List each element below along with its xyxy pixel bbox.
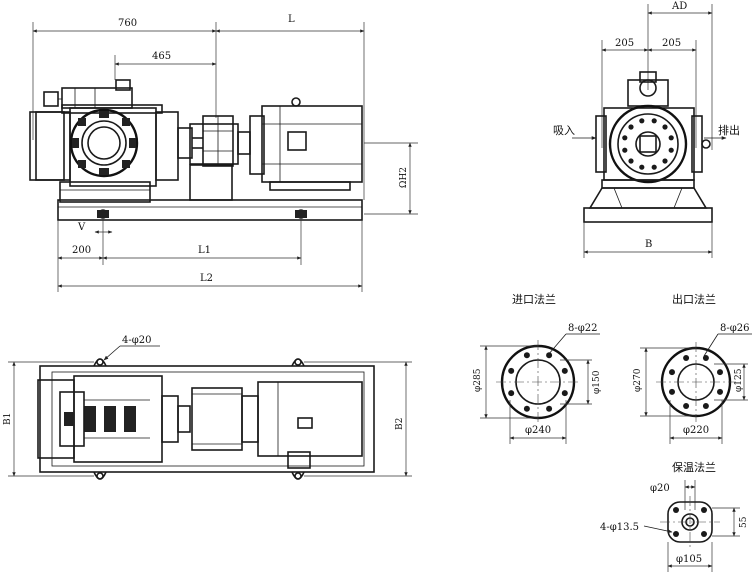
outlet-pcd: φ220 [683,425,709,436]
inlet-flange-holes [508,352,568,412]
bolt-hole [622,135,628,141]
dim-L1-label: L1 [198,245,211,256]
heating-bore-dia: φ20 [650,483,670,494]
heating-flange-title: 保温法兰 [672,460,716,474]
outlet-flange-title: 出口法兰 [672,292,716,306]
bolt-hole [628,158,634,164]
bolt-hole [639,118,645,124]
top-holes-label: 4-φ20 [122,335,151,346]
bolt-hole [561,390,568,397]
bolt-hole [717,388,723,395]
heating-holes-label: 4-φ13.5 [600,522,639,533]
suction-label: 吸入 [553,124,575,137]
bolt-hole [669,388,675,395]
heating-outer-dia: φ105 [676,554,702,565]
inlet-bore-dia: φ150 [592,370,602,394]
bolt-hole [639,164,645,170]
inlet-outer-dia: φ285 [473,368,483,392]
inlet-flange-view: 进口法兰 8-φ22 φ285 φ150 φ240 [473,292,602,444]
inlet-pcd: φ240 [525,425,551,436]
dim-L2-label: L2 [200,273,213,284]
dim-760-label: 760 [118,18,137,29]
dim-205-right-label: 205 [662,38,681,49]
top-pump-bolts [64,406,136,432]
outlet-holes-label: 8-φ26 [720,323,749,334]
top-plan-view: 4-φ20 B1 B2 [3,335,412,480]
bolt-hole [668,147,674,153]
side-elevation-view: AD 205 205 吸入 排出 B [553,1,740,258]
outlet-flange-view: 出口法兰 8-φ26 φ270 φ125 φ220 [633,292,752,444]
bolt-hole [683,403,690,409]
inlet-flange-title: 进口法兰 [512,292,556,306]
bolt-hole [546,352,553,359]
bolt-hole [546,405,553,412]
bolt-hole [662,158,668,164]
dim-200-label: 200 [72,245,91,256]
outlet-outer-dia: φ270 [633,368,643,392]
dim-B-label: B [645,239,652,250]
dim-B2-label: B2 [395,418,405,430]
bolt-hole [523,352,530,359]
bolt-hole [683,355,690,361]
dim-H-label: ΩH2 [399,167,409,188]
heating-flange-view: 保温法兰 φ20 4-φ13.5 55 φ105 [600,460,749,572]
bolt-hole [702,355,709,361]
outlet-flange-holes [669,355,723,409]
bolt-hole [628,124,634,130]
outlet-bore-dia: φ125 [734,368,744,392]
bolt-hole [508,390,515,397]
dim-B1-label: B1 [3,413,13,425]
bolt-hole [523,405,530,412]
front-elevation-view: 760 L 465 [29,14,418,292]
pump-flange-bolts [72,111,136,175]
dim-AD-label: AD [671,1,687,12]
bolt-hole [508,367,515,374]
bolt-hole [702,403,709,409]
discharge-label: 排出 [718,123,740,137]
bolt-hole [662,124,668,130]
side-flange-holes [622,118,674,170]
dim-V-label: V [77,222,86,233]
dim-465-label: 465 [152,51,171,62]
dim-L-label: L [288,14,295,25]
bolt-hole [561,367,568,374]
dim-205-left-label: 205 [615,38,634,49]
inlet-holes-label: 8-φ22 [568,323,597,334]
bolt-hole [668,135,674,141]
bolt-hole [717,369,723,376]
bolt-hole [651,164,657,170]
bolt-hole [669,369,675,376]
heating-55-label: 55 [739,516,749,528]
bolt-hole [651,118,657,124]
bolt-hole [622,147,628,153]
